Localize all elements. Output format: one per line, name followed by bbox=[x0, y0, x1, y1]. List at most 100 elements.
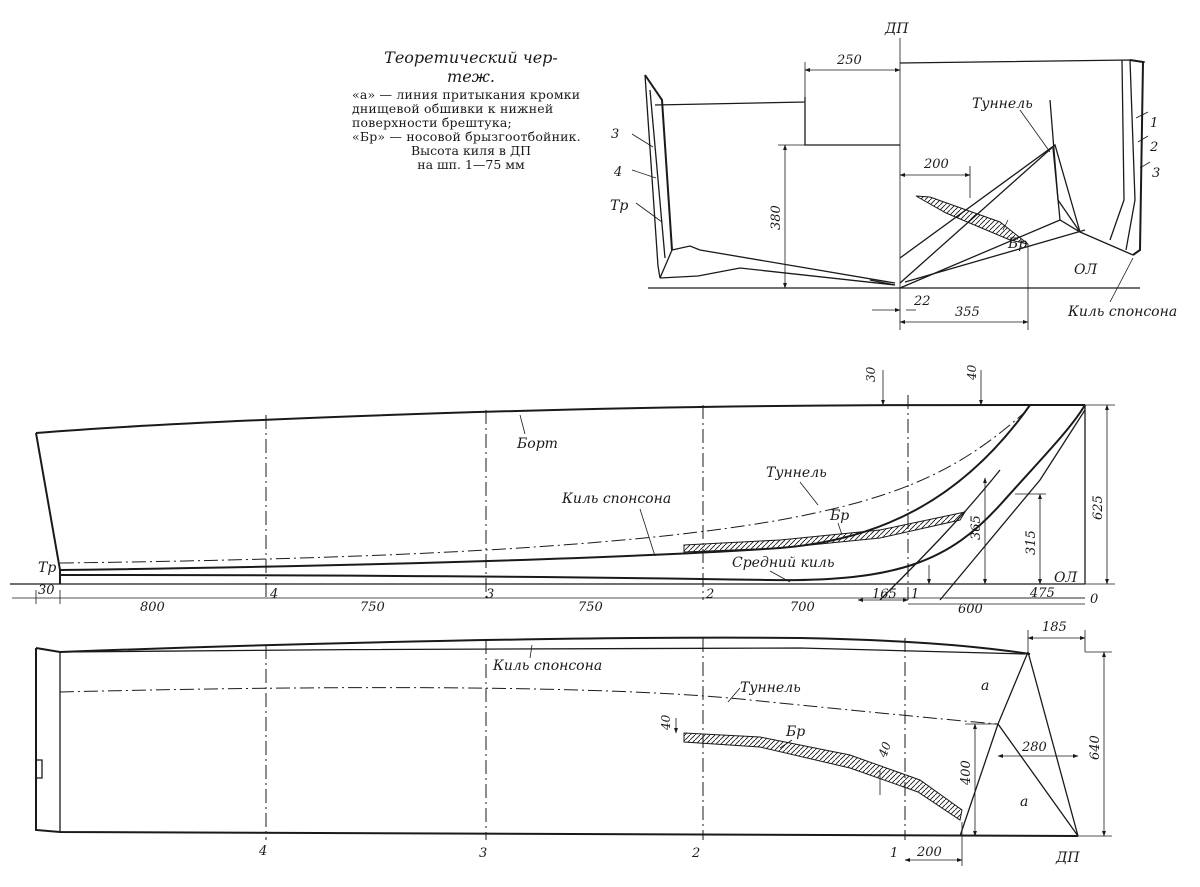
leader-plan-sponson bbox=[529, 644, 533, 659]
leader-middle-keel bbox=[769, 570, 791, 583]
body-plan-keel-left bbox=[869, 279, 896, 286]
plan-a-upper-label: а bbox=[981, 678, 989, 694]
profile-station-2-label: 2 bbox=[705, 587, 714, 602]
body-plan-frame-4-left-label: 4 bbox=[613, 165, 622, 180]
leader-2-right bbox=[1137, 135, 1149, 143]
body-plan-stern-chine bbox=[671, 245, 896, 284]
plan-station-1-label: 1 bbox=[890, 846, 898, 861]
profile-sponson-keel-label: Киль спонсона bbox=[561, 491, 671, 507]
plan-transom-notch bbox=[36, 759, 43, 779]
plan-br-label: Бр bbox=[785, 724, 805, 740]
profile-br-label: Бр bbox=[829, 508, 849, 524]
body-plan-frame-3-right-label: 3 bbox=[1152, 166, 1160, 181]
plan-outer-edge bbox=[35, 636, 1031, 655]
leader-plan-br bbox=[779, 739, 793, 749]
leader-3-left bbox=[631, 133, 654, 148]
body-plan: ДП 3 4 Тр 1 2 3 bbox=[610, 21, 1177, 330]
plan-sponson-keel-label: Киль спонсона bbox=[492, 658, 602, 674]
dim-640: 640 bbox=[1088, 735, 1103, 760]
dim-185: 185 bbox=[1042, 620, 1067, 635]
body-plan-transom-foot bbox=[659, 249, 673, 279]
dim-400: 400 bbox=[959, 760, 974, 786]
body-plan-bottom-line bbox=[904, 229, 1086, 283]
plan-tunnel-label: Туннель bbox=[740, 680, 801, 696]
profile-tunnel-label: Туннель bbox=[766, 465, 827, 481]
dim-40-right: 40 bbox=[875, 740, 894, 760]
body-plan-frame-1 bbox=[1125, 59, 1136, 251]
profile-bow-top bbox=[1024, 404, 1085, 413]
caption-block: Теоретический чер- теж. «а» — линия прит… bbox=[352, 48, 590, 172]
leader-tunnel bbox=[1019, 109, 1051, 153]
body-plan-sponson-keel-label: Киль спонсона bbox=[1067, 304, 1177, 320]
profile-station-4-label: 4 bbox=[269, 587, 278, 602]
plan-dp-label: ДП bbox=[1055, 850, 1080, 866]
profile-tr-label: Тр bbox=[38, 560, 56, 576]
leader-tr bbox=[635, 202, 663, 223]
dim-750-a: 750 bbox=[360, 600, 385, 615]
dim-30: 30 bbox=[38, 583, 55, 598]
dim-30-top: 30 bbox=[864, 366, 878, 382]
caption-note-keel-1: Высота киля в ДП bbox=[410, 143, 532, 158]
plan-a-lower-label: а bbox=[1020, 794, 1028, 810]
leader-plan-tunnel bbox=[727, 687, 741, 703]
profile-ol-label: ОЛ bbox=[1054, 570, 1077, 586]
dim-40-left: 40 bbox=[659, 714, 673, 731]
profile-station-3-label: 3 bbox=[486, 587, 494, 602]
leader-tunnel-profile bbox=[799, 481, 819, 506]
plan-station-2-label: 2 bbox=[691, 846, 700, 861]
dim-750-b: 750 bbox=[578, 600, 603, 615]
dim-475: 475 bbox=[1029, 586, 1055, 601]
profile-middle-keel bbox=[59, 404, 1086, 582]
body-plan-frame-2-label: 2 bbox=[1149, 140, 1158, 155]
dim-200-plan: 200 bbox=[916, 845, 942, 860]
plan-spray-rail bbox=[683, 732, 963, 821]
body-plan-frame-2 bbox=[1109, 59, 1125, 241]
leader-sponson-keel bbox=[1109, 257, 1134, 303]
leader-sponson-profile bbox=[639, 508, 656, 557]
plan-view: Киль спонсона Туннель Бр а а ДП 185 280 … bbox=[35, 620, 1112, 866]
body-plan-tunnel-edge bbox=[1052, 147, 1061, 221]
leader-4-left bbox=[631, 169, 657, 179]
profile-bow-diag bbox=[939, 409, 1086, 601]
plan-keel-edge bbox=[959, 723, 999, 837]
profile-tunnel-line bbox=[59, 411, 1026, 564]
body-plan-dp-label: ДП bbox=[884, 21, 909, 37]
body-plan-frame-3-left bbox=[644, 74, 661, 279]
plan-bottom-edge bbox=[35, 648, 1079, 837]
body-plan-tr-label: Тр bbox=[610, 198, 628, 214]
caption-note-keel-2: на шп. 1—75 мм bbox=[417, 157, 525, 172]
body-plan-tunnel-top-2 bbox=[899, 143, 1081, 259]
body-plan-tunnel-label: Туннель bbox=[972, 96, 1033, 112]
plan-station-3-label: 3 bbox=[479, 846, 487, 861]
leader-bort bbox=[519, 414, 526, 435]
dim-22: 22 bbox=[913, 294, 931, 309]
body-plan-stern-deck bbox=[654, 97, 900, 146]
plan-station-4-label: 4 bbox=[258, 844, 267, 859]
body-plan-bow-deck bbox=[899, 59, 1146, 64]
profile-view: Борт Туннель Киль спонсона Бр Средний ки… bbox=[10, 364, 1115, 617]
body-plan-bow-bottom bbox=[899, 219, 1134, 289]
dim-700: 700 bbox=[790, 600, 815, 615]
body-plan-stern-bottom bbox=[659, 267, 896, 286]
dim-315: 315 bbox=[1024, 530, 1039, 555]
dim-365: 365 bbox=[969, 515, 984, 540]
caption-title: Теоретический чер- теж. bbox=[352, 48, 590, 86]
leader-1-right bbox=[1135, 111, 1149, 119]
caption-note-a: «а» — линия притыкания кромки днищевой о… bbox=[352, 87, 581, 130]
profile-station-0-label: 0 bbox=[1090, 592, 1098, 607]
body-plan-bow-side bbox=[1129, 59, 1145, 256]
dim-250: 250 bbox=[836, 53, 862, 68]
caption-title-line2: теж. bbox=[447, 67, 495, 86]
dim-355: 355 bbox=[955, 305, 980, 320]
profile-bort-label: Борт bbox=[516, 436, 558, 452]
plan-tunnel-line bbox=[59, 687, 999, 725]
profile-station-1-label: 1 bbox=[911, 587, 919, 602]
plan-sponson-keel bbox=[59, 647, 1026, 655]
leader-br-profile bbox=[837, 522, 843, 536]
dim-380: 380 bbox=[769, 205, 784, 230]
caption-note-br: «Бр» — носовой брызгоотбойник. bbox=[352, 129, 581, 144]
body-plan-br-label: Бр bbox=[1007, 236, 1027, 252]
caption-title-line1: Теоретический чер- bbox=[384, 48, 558, 67]
body-plan-frame-1-label: 1 bbox=[1150, 116, 1158, 131]
